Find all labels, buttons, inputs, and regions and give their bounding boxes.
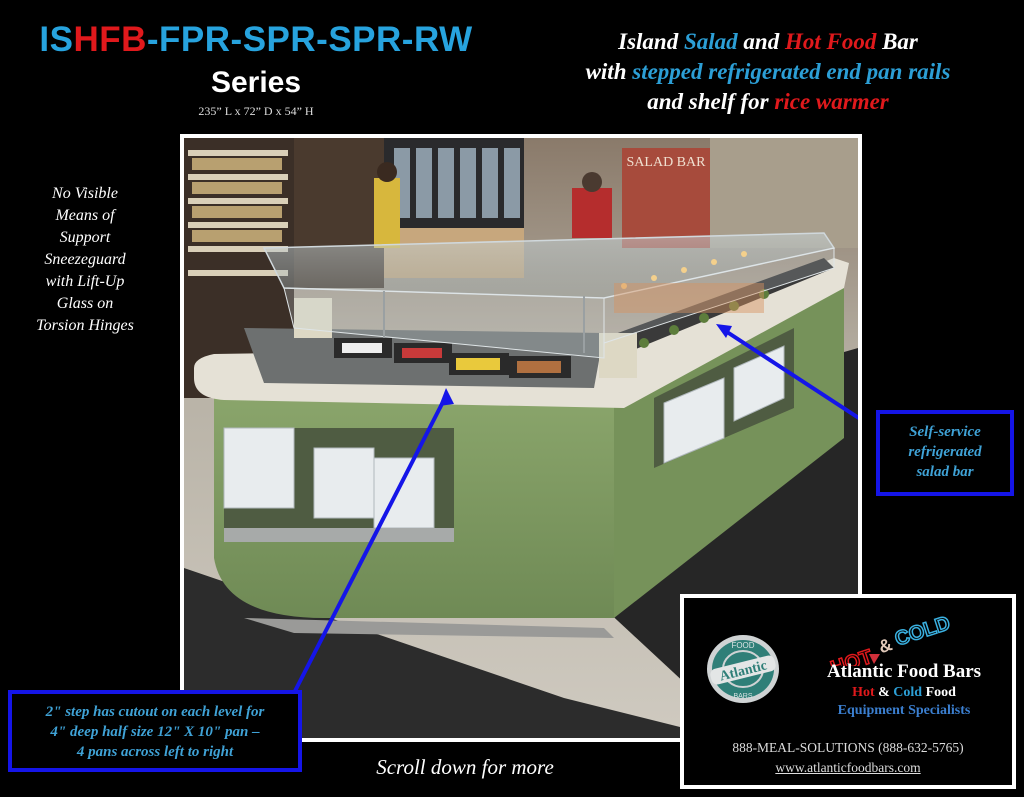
step-cutout-callout: 2" step has cutout on each level for 4" … bbox=[8, 690, 302, 772]
phone-number: 888-MEAL-SOLUTIONS (888-632-5765) bbox=[732, 740, 964, 755]
callout-line: 4 pans across left to right bbox=[76, 744, 234, 760]
headline-rice-warmer: rice warmer bbox=[774, 89, 889, 114]
tagline-amp: & bbox=[874, 685, 894, 700]
callout-line: salad bar bbox=[916, 464, 974, 480]
tagline-food: Food bbox=[922, 685, 956, 700]
headline-hot-food: Hot Food bbox=[784, 29, 877, 54]
note-line: No Visible bbox=[52, 185, 118, 202]
arrow-down-icon bbox=[869, 654, 880, 664]
product-photo: SALAD BAR bbox=[180, 134, 862, 742]
note-line: Support bbox=[59, 229, 111, 246]
callout-line: 4" deep half size 12" X 10" pan – bbox=[50, 724, 260, 740]
note-line: Means of bbox=[55, 207, 115, 224]
callout-line: 2" step has cutout on each level for bbox=[45, 704, 265, 720]
salad-bar-sign: SALAD BAR bbox=[627, 155, 707, 170]
step-callout-arrow bbox=[292, 395, 448, 694]
hot-and-cold-graphic: HOT & COLD bbox=[827, 611, 953, 666]
model-code-part-is: IS bbox=[39, 20, 74, 59]
brand-tagline-1: Hot & Cold Food bbox=[789, 685, 1019, 701]
salad-bar-callout: Self-service refrigerated salad bar bbox=[876, 410, 1014, 496]
headline-line-3: and shelf for rice warmer bbox=[512, 87, 1024, 117]
model-code-part-rest: -FPR-SPR-SPR-RW bbox=[146, 20, 473, 59]
amp-label: & bbox=[876, 634, 895, 657]
headline-text: Island bbox=[618, 29, 684, 54]
headline: Island Salad and Hot Food Bar with stepp… bbox=[512, 27, 1024, 117]
atlantic-food-bars-logo-icon: FOOD BARS Atlantic bbox=[707, 635, 779, 703]
headline-salad: Salad bbox=[683, 29, 738, 54]
headline-text: and shelf for bbox=[647, 89, 775, 114]
model-code-title: ISHFB-FPR-SPR-SPR-RW bbox=[0, 20, 512, 60]
scroll-down-note: Scroll down for more bbox=[376, 755, 554, 779]
sneezeguard-note: No Visible Means of Support Sneezeguard … bbox=[20, 183, 150, 337]
dimensions-text: 235” L x 72” D x 54” H bbox=[198, 104, 314, 118]
note-line: with Lift-Up bbox=[45, 273, 125, 290]
tagline-hot: Hot bbox=[852, 685, 875, 700]
note-line: Glass on bbox=[56, 295, 114, 312]
logo-text-top: FOOD bbox=[731, 641, 754, 650]
cold-label: COLD bbox=[892, 612, 953, 650]
model-code-part-hfb: HFB bbox=[73, 20, 147, 59]
tagline-cold: Cold bbox=[893, 685, 923, 700]
brand-tagline-2: Equipment Specialists bbox=[837, 703, 971, 718]
company-name: Atlantic Food Bars bbox=[826, 661, 982, 682]
headline-line-2: with stepped refrigerated end pan rails bbox=[512, 57, 1024, 87]
series-label: Series bbox=[210, 66, 302, 99]
callout-line: refrigerated bbox=[908, 444, 982, 460]
logo-text-bottom: BARS bbox=[733, 693, 752, 700]
salad-bar-illustration: SALAD BAR bbox=[184, 138, 858, 738]
salad-callout-arrow bbox=[722, 328, 858, 420]
brand-card: FOOD BARS Atlantic HOT & COLD Atlantic F… bbox=[680, 594, 1016, 789]
callout-line: Self-service bbox=[909, 424, 981, 440]
note-line: Sneezeguard bbox=[44, 251, 126, 268]
headline-text: Bar bbox=[876, 29, 918, 54]
headline-line-1: Island Salad and Hot Food Bar bbox=[512, 27, 1024, 57]
headline-stepped-rails: stepped refrigerated end pan rails bbox=[632, 59, 951, 84]
headline-text: with bbox=[585, 59, 633, 84]
website-link[interactable]: www.atlanticfoodbars.com bbox=[775, 760, 921, 775]
note-line: Torsion Hinges bbox=[36, 317, 134, 334]
headline-text: and bbox=[737, 29, 785, 54]
